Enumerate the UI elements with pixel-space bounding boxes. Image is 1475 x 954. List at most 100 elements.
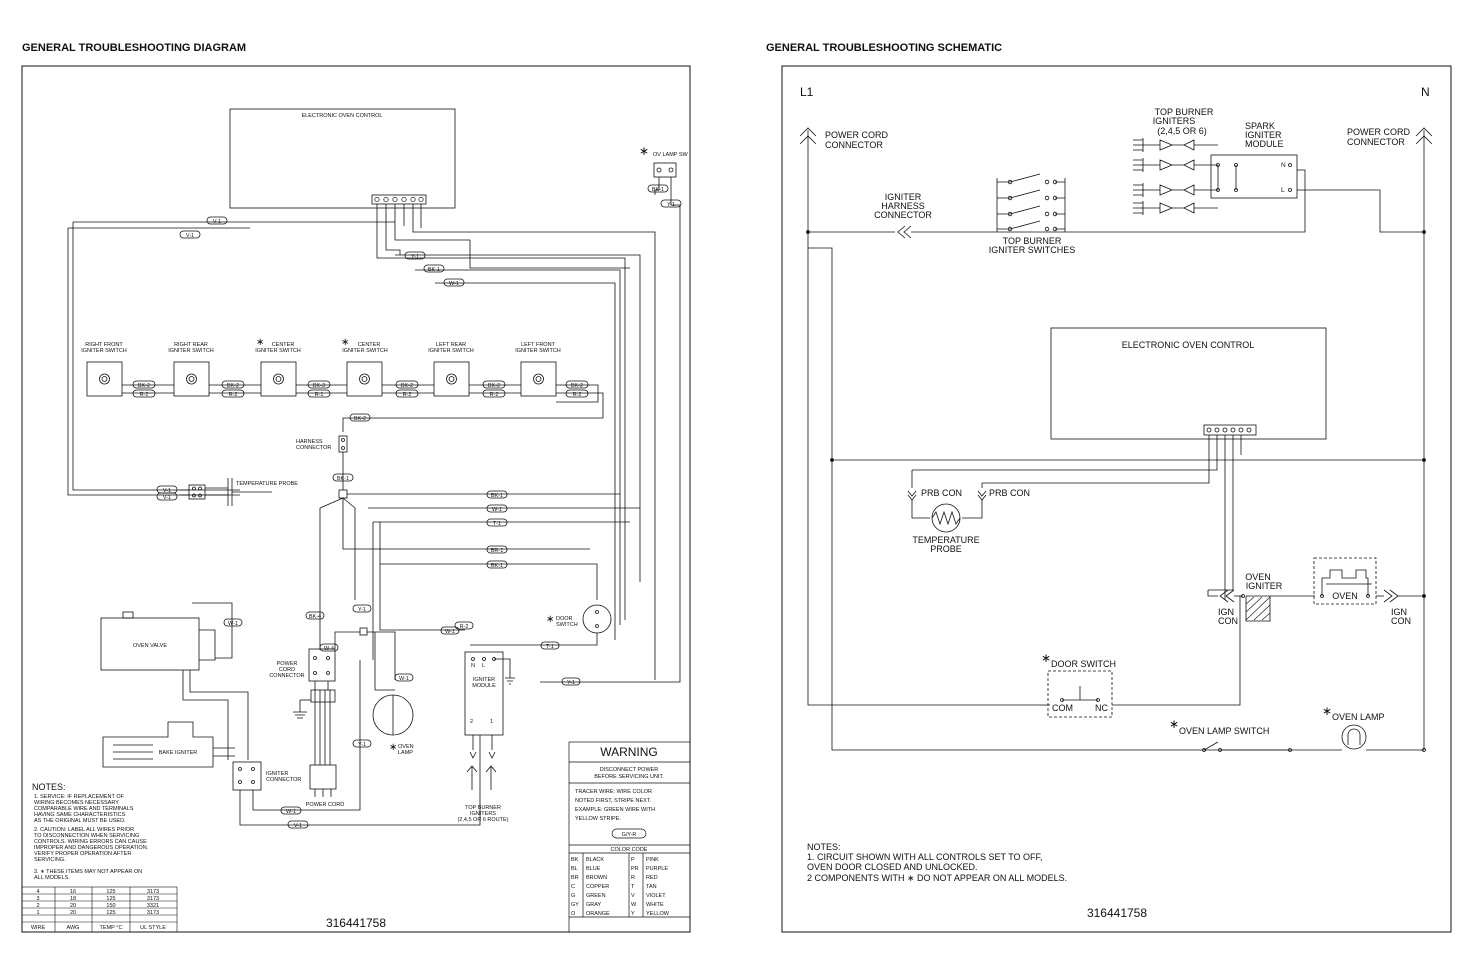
svg-text:CONNECTOR: CONNECTOR [266, 777, 301, 783]
svg-text:W-1: W-1 [445, 629, 455, 635]
schematic-notes: NOTES: 1. CIRCUIT SHOWN WITH ALL CONTROL… [807, 842, 1067, 883]
svg-text:HAVING SAME CHARACTERISTICS: HAVING SAME CHARACTERISTICS [34, 812, 126, 818]
svg-text:GREEN: GREEN [586, 893, 606, 899]
svg-text:∗: ∗ [256, 337, 264, 348]
svg-text:CONNECTOR: CONNECTOR [874, 210, 932, 220]
svg-text:4: 4 [36, 889, 39, 895]
svg-text:(2,4,5 OR 6): (2,4,5 OR 6) [1157, 126, 1207, 136]
svg-text:BK-2: BK-2 [488, 383, 500, 389]
svg-text:∗: ∗ [639, 144, 649, 158]
svg-text:W-4: W-4 [324, 646, 334, 652]
svg-text:DOOR: DOOR [556, 616, 573, 622]
svg-text:OVEN LAMP: OVEN LAMP [1332, 712, 1385, 722]
svg-text:IGNITERS: IGNITERS [470, 811, 496, 817]
svg-text:BK-2: BK-2 [227, 383, 239, 389]
diagram-notes: NOTES: 1. SERVICE: IF REPLACEMENT OF WIR… [32, 782, 149, 881]
svg-text:BK-1: BK-1 [337, 476, 349, 482]
svg-text:IGNITER: IGNITER [1246, 581, 1283, 591]
svg-text:OVEN: OVEN [398, 744, 414, 750]
svg-text:IGNITER: IGNITER [1245, 130, 1282, 140]
bake-igniter [102, 721, 214, 768]
svg-text:PR: PR [631, 866, 639, 872]
svg-text:2 COMPONENTS WITH ∗ DO NOT AP: 2 COMPONENTS WITH ∗ DO NOT APPEAR ON ALL… [807, 873, 1067, 883]
svg-text:WARNING: WARNING [600, 745, 658, 759]
svg-text:3. ∗ THESE ITEMS MAY NOT APPE: 3. ∗ THESE ITEMS MAY NOT APPEAR ON [34, 869, 142, 875]
svg-text:POWER: POWER [277, 661, 298, 667]
svg-text:BROWN: BROWN [586, 875, 607, 881]
svg-text:COLOR CODE: COLOR CODE [611, 847, 648, 853]
svg-text:(2,4,5 OR 6 ROUTE): (2,4,5 OR 6 ROUTE) [457, 817, 508, 823]
svg-text:BK-1: BK-1 [428, 267, 440, 273]
svg-text:IGN: IGN [1391, 607, 1407, 617]
svg-text:Y-1: Y-1 [358, 742, 366, 748]
svg-text:MODULE: MODULE [472, 683, 496, 689]
svg-text:C: C [571, 884, 575, 890]
svg-text:DOOR SWITCH: DOOR SWITCH [1051, 659, 1116, 669]
svg-text:CONNECTOR: CONNECTOR [296, 445, 331, 451]
igniter-module [464, 651, 504, 736]
svg-text:MODULE: MODULE [1245, 139, 1284, 149]
svg-text:HARNESS: HARNESS [296, 439, 323, 445]
svg-text:CENTER: CENTER [272, 342, 295, 348]
svg-text:3: 3 [36, 896, 39, 902]
svg-text:18: 18 [70, 896, 76, 902]
temp-probe-label: TEMPERATURE PROBE [236, 481, 298, 487]
svg-text:ORANGE: ORANGE [586, 911, 610, 917]
svg-text:IGNITERS: IGNITERS [1153, 116, 1196, 126]
svg-text:IGN: IGN [1218, 607, 1234, 617]
top-burner-switches: TOP BURNER IGNITER SWITCHES [989, 173, 1075, 255]
svg-text:W-1: W-1 [286, 809, 296, 815]
svg-text:1: 1 [490, 719, 493, 725]
igniter-switches: RIGHT FRONT IGNITER SWITCH RIGHT REAR IG… [81, 337, 561, 397]
svg-text:PRB CON: PRB CON [921, 488, 962, 498]
svg-text:NC: NC [1095, 703, 1108, 713]
svg-text:CONNECTOR: CONNECTOR [269, 673, 304, 679]
svg-text:WIRE: WIRE [31, 925, 46, 931]
svg-text:R-2: R-2 [140, 392, 149, 398]
svg-text:∗: ∗ [546, 614, 554, 625]
svg-text:NOTES:: NOTES: [32, 782, 66, 792]
svg-text:BK-1: BK-1 [652, 187, 664, 193]
svg-text:IMPROPER AND DANGEROUS OPERATI: IMPROPER AND DANGEROUS OPERATION. [34, 845, 149, 851]
svg-text:WIRING BECOMES NECESSARY: WIRING BECOMES NECESSARY [34, 800, 119, 806]
svg-text:OVEN LAMP SWITCH: OVEN LAMP SWITCH [1179, 726, 1269, 736]
schematic-part-number: 316441758 [1087, 906, 1147, 920]
svg-text:LEFT REAR: LEFT REAR [436, 342, 466, 348]
svg-text:2. CAUTION: LABEL ALL WIRES: 2. CAUTION: LABEL ALL WIRES PRIOR [34, 827, 134, 833]
svg-text:YELLOW: YELLOW [646, 911, 670, 917]
svg-text:SPARK: SPARK [1245, 121, 1275, 131]
svg-text:BK: BK [571, 857, 579, 863]
svg-text:PINK: PINK [646, 857, 659, 863]
svg-text:LEFT FRONT: LEFT FRONT [521, 342, 555, 348]
svg-text:IGNITER SWITCH: IGNITER SWITCH [515, 348, 561, 354]
wire-labels: V-1 V-1 Y-1 BK-1 W-1 BK-1 Y-1 [179, 184, 682, 287]
svg-text:∗: ∗ [389, 742, 397, 753]
svg-text:R-2: R-2 [229, 392, 238, 398]
svg-text:125: 125 [106, 896, 115, 902]
svg-text:BL: BL [571, 866, 578, 872]
svg-text:CON: CON [1391, 616, 1411, 626]
svg-text:OVEN: OVEN [1332, 591, 1358, 601]
svg-text:Y-1: Y-1 [567, 680, 575, 686]
svg-text:BLACK: BLACK [586, 857, 604, 863]
svg-text:BR: BR [571, 875, 579, 881]
svg-text:2: 2 [470, 719, 473, 725]
svg-text:TRACER WIRE: WIRE COLOR: TRACER WIRE: WIRE COLOR [575, 789, 652, 795]
svg-text:R: R [631, 875, 635, 881]
svg-text:TO DISCONNECTION WHEN SERVICIN: TO DISCONNECTION WHEN SERVICING [34, 833, 139, 839]
svg-text:1: 1 [36, 910, 39, 916]
diagram-part-number: 316441758 [326, 916, 386, 930]
svg-text:COM: COM [1052, 703, 1073, 713]
svg-text:IGNITER SWITCH: IGNITER SWITCH [428, 348, 474, 354]
svg-text:N: N [1421, 85, 1430, 99]
svg-text:BK-1: BK-1 [491, 493, 503, 499]
svg-text:V-1: V-1 [186, 233, 194, 239]
svg-text:BLUE: BLUE [586, 866, 601, 872]
schematic-eoc [1050, 327, 1327, 440]
svg-text:ALL MODELS.: ALL MODELS. [34, 875, 70, 881]
svg-text:IGNITER SWITCH: IGNITER SWITCH [342, 348, 388, 354]
svg-text:W-1: W-1 [492, 507, 502, 513]
svg-text:W-1: W-1 [449, 281, 459, 287]
svg-text:N: N [471, 663, 475, 669]
